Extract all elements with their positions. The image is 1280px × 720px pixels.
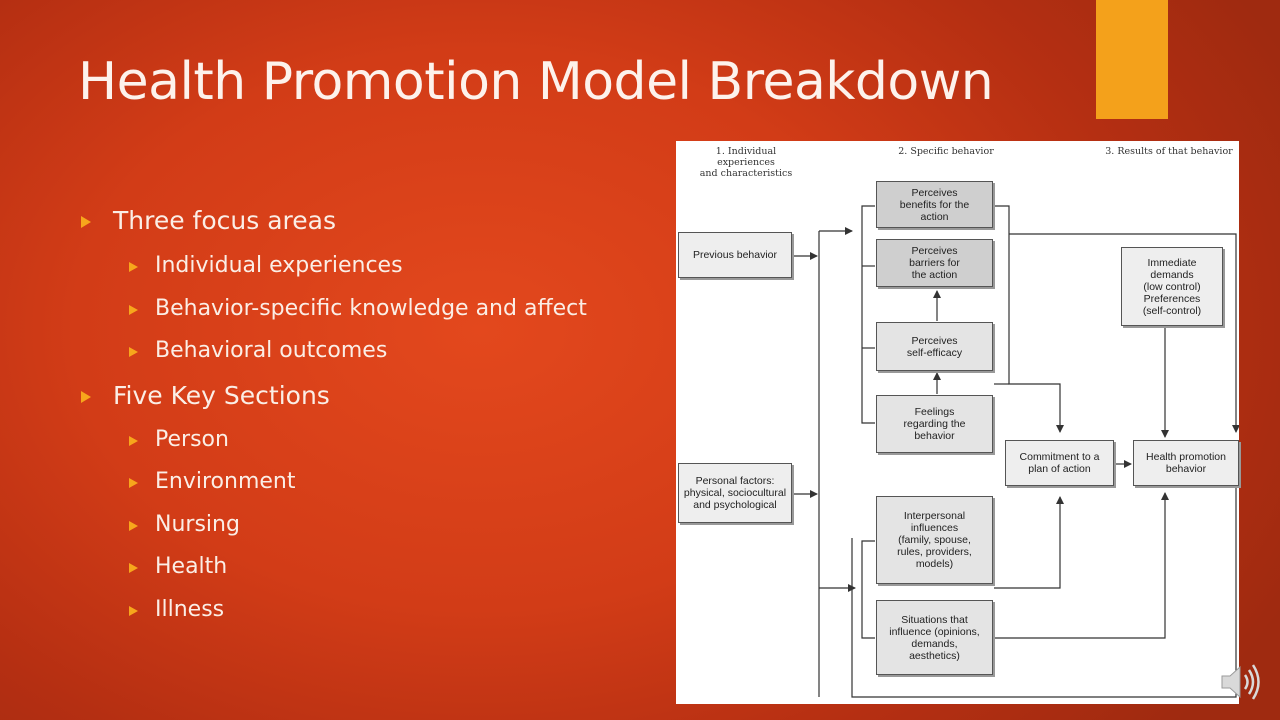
bullet-text: Nursing (155, 512, 240, 537)
box-label: Commitment to a plan of action (1019, 451, 1100, 475)
bullet-text: Five Key Sections (113, 381, 330, 410)
box-situational-influences: Situations that influence (opinions, dem… (876, 600, 993, 675)
diagram-header-text: 2. Specific behavior (898, 146, 994, 157)
accent-bar (1096, 0, 1168, 119)
box-label: Interpersonal influences (family, spouse… (897, 510, 972, 570)
box-health-promotion-behavior: Health promotion behavior (1133, 440, 1239, 486)
box-label: Health promotion behavior (1146, 451, 1226, 475)
box-personal-factors: Personal factors: physical, sociocultura… (678, 463, 792, 523)
bullet-text: Health (155, 554, 228, 579)
bullet-arrow-icon (129, 478, 138, 488)
slide-title: Health Promotion Model Breakdown (78, 52, 994, 112)
box-interpersonal-influences: Interpersonal influences (family, spouse… (876, 496, 993, 584)
box-label: Immediate demands (low control) Preferen… (1142, 256, 1202, 317)
diagram-header-text: 3. Results of that behavior (1105, 146, 1233, 157)
diagram-header-col2: 2. Specific behavior (886, 146, 1006, 157)
box-immediate-demands: Immediate demands (low control) Preferen… (1121, 247, 1223, 326)
diagram-header-text: 1. Individual experiences and characteri… (699, 146, 793, 179)
bullet-text: Behavioral outcomes (155, 338, 388, 363)
box-label: Feelings regarding the behavior (903, 406, 966, 442)
bullet-text: Environment (155, 469, 296, 494)
bullet-arrow-icon (129, 305, 138, 315)
bullet-text: Individual experiences (155, 253, 403, 278)
diagram-connectors (793, 205, 1239, 698)
box-label: Perceives benefits for the action (899, 186, 970, 223)
box-label: Perceives self-efficacy (906, 334, 963, 359)
speaker-icon[interactable] (1218, 660, 1264, 704)
bullet-arrow-icon (129, 262, 138, 272)
bullet-arrow-icon (81, 391, 91, 403)
bullet-arrow-icon (129, 436, 138, 446)
diagram-header-col3: 3. Results of that behavior (1101, 146, 1237, 157)
box-label: Personal factors: physical, sociocultura… (683, 475, 787, 511)
bullet-arrow-icon (129, 347, 138, 357)
box-self-efficacy: Perceives self-efficacy (876, 322, 993, 371)
bullet-text: Illness (155, 597, 225, 622)
box-perceived-barriers: Perceives barriers for the action (876, 239, 993, 287)
box-perceived-benefits: Perceives benefits for the action (876, 181, 993, 228)
bullet-text: Three focus areas (113, 206, 336, 235)
health-promotion-model-diagram: 1. Individual experiences and characteri… (676, 141, 1239, 704)
box-label: Situations that influence (opinions, dem… (889, 613, 980, 662)
bullet-arrow-icon (129, 606, 138, 616)
bullet-arrow-icon (129, 521, 138, 531)
box-label: Perceives barriers for the action (909, 245, 960, 281)
box-feelings: Feelings regarding the behavior (876, 395, 993, 453)
bullet-text: Behavior-specific knowledge and affect (155, 296, 587, 321)
bullet-arrow-icon (129, 563, 138, 573)
box-previous-behavior: Previous behavior (678, 232, 792, 278)
bullet-text: Person (155, 427, 229, 452)
diagram-header-col1: 1. Individual experiences and characteri… (686, 146, 806, 179)
box-commitment: Commitment to a plan of action (1005, 440, 1114, 486)
speaker-icon-graphic (1221, 664, 1260, 700)
bullet-arrow-icon (81, 216, 91, 228)
box-label: Previous behavior (692, 249, 778, 261)
